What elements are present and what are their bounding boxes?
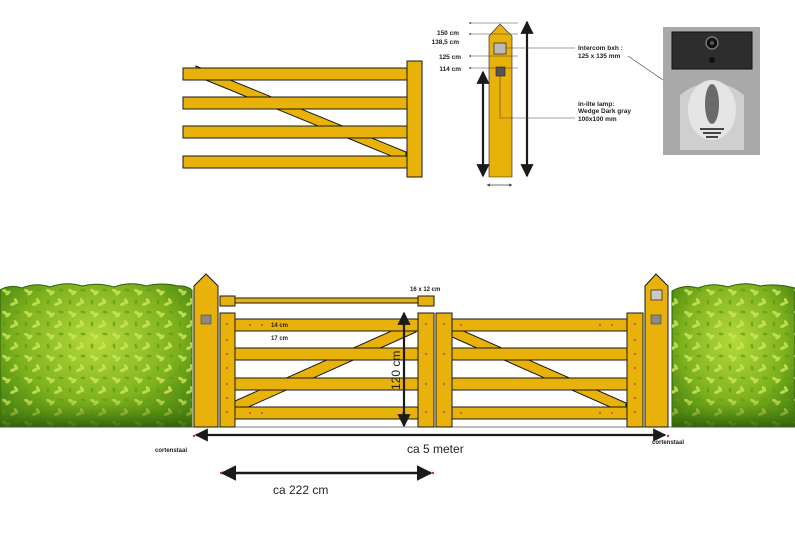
plank-size-label-2: 17 cm: [271, 336, 288, 342]
lamp-leader: [499, 76, 575, 119]
detail-intercom-box: [493, 42, 507, 55]
photo-leader: [627, 55, 664, 81]
hedge-left: [0, 283, 193, 428]
label-114: 114 cm: [439, 66, 461, 73]
gate-width-label: ca 222 cm: [273, 483, 328, 497]
plank-right-4: [450, 406, 629, 420]
gate-height-label: 120 cm: [389, 351, 403, 390]
top-beam: [234, 297, 419, 304]
label-125: 125 cm: [439, 54, 461, 61]
lamp-label-1: in-lite lamp:: [578, 101, 614, 108]
post-right: [644, 273, 669, 428]
stile-left-latch: [417, 312, 435, 428]
label-138: 138,5 cm: [432, 39, 460, 46]
plank-right-3: [450, 377, 629, 391]
plank-size-label-1: 14 cm: [271, 323, 288, 329]
stile-right-hinge: [626, 312, 644, 428]
side-plank-3: [182, 125, 410, 139]
corten-label-left: cortenstaal: [155, 448, 187, 454]
top-beam-end-right: [417, 295, 435, 307]
detail-lamp-box: [495, 66, 506, 77]
plank-right-2: [450, 347, 629, 361]
beam-size-label: 16 x 12 cm: [410, 287, 440, 293]
intercom-box-right: [650, 289, 663, 301]
top-beam-end-left: [219, 295, 236, 307]
stile-left-hinge: [219, 312, 236, 428]
intercom-label-2: 125 x 135 mm: [578, 53, 621, 60]
lamp-box-right: [650, 314, 662, 325]
total-width-label: ca 5 meter: [407, 442, 464, 456]
hedge-right: [671, 283, 795, 428]
speaker-dot-icon: [709, 57, 715, 63]
side-plank-1: [182, 67, 410, 81]
stile-right-latch: [435, 312, 453, 428]
corten-label-right: cortenstaal: [652, 440, 684, 446]
post-detail: 150 cm 138,5 cm 125 cm 114 cm Intercom b…: [432, 20, 664, 187]
lamp-label-2: Wedge Dark gray: [578, 108, 631, 115]
gate-front-view: [193, 273, 669, 428]
gate-side-view: [182, 60, 423, 178]
intercom-photo: [663, 27, 760, 155]
post-left: [193, 273, 219, 428]
label-150: 150 cm: [437, 30, 459, 37]
plank-right-1: [450, 318, 629, 332]
side-plank-4: [182, 155, 410, 169]
bolt-dots: [225, 322, 637, 415]
side-post: [406, 60, 423, 178]
brace-right-leaf: [451, 325, 627, 415]
lamp-label-3: 100x100 mm: [578, 116, 617, 123]
intercom-label-1: Intercom bxh :: [578, 45, 623, 52]
side-plank-2: [182, 96, 410, 110]
lamp-box-left: [200, 314, 212, 325]
